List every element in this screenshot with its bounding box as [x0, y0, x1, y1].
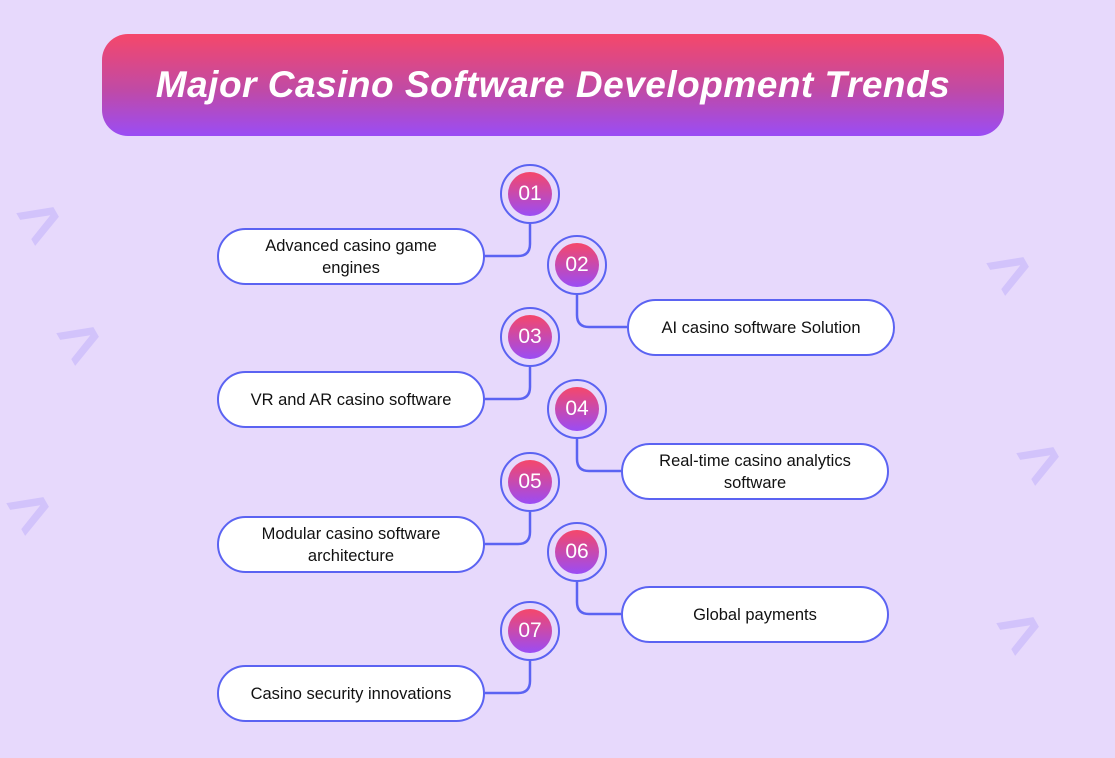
trend-label-box: Advanced casino game engines — [217, 228, 485, 285]
trend-label: Real-time casino analytics software — [659, 451, 851, 492]
step-number: 03 — [508, 315, 552, 359]
step-number-badge: 07 — [500, 601, 560, 661]
trend-label: Modular casino software architecture — [261, 524, 441, 565]
connector — [485, 367, 532, 401]
step-number: 05 — [508, 460, 552, 504]
trend-label: Advanced casino game engines — [265, 236, 437, 277]
trend-label: Global payments — [693, 605, 817, 624]
step-number-badge: 04 — [547, 379, 607, 439]
connector — [575, 295, 627, 329]
step-number: 06 — [555, 530, 599, 574]
step-number: 04 — [555, 387, 599, 431]
trend-label: VR and AR casino software — [250, 390, 452, 409]
connector — [575, 439, 621, 473]
step-number-badge: 03 — [500, 307, 560, 367]
trend-label-box: Casino security innovations — [217, 665, 485, 722]
trend-label: Casino security innovations — [250, 684, 452, 703]
step-number: 07 — [508, 609, 552, 653]
connector — [485, 224, 532, 258]
trend-label-box: Real-time casino analytics software — [621, 443, 889, 500]
title-banner: Major Casino Software Development Trends — [102, 34, 1004, 136]
step-number-badge: 06 — [547, 522, 607, 582]
connector — [485, 512, 532, 546]
trend-label-box: VR and AR casino software — [217, 371, 485, 428]
connector — [485, 661, 532, 695]
step-number-badge: 05 — [500, 452, 560, 512]
page-title: Major Casino Software Development Trends — [155, 64, 951, 105]
step-number-badge: 01 — [500, 164, 560, 224]
step-number: 02 — [555, 243, 599, 287]
trend-label-box: Modular casino software architecture — [217, 516, 485, 573]
step-number-badge: 02 — [547, 235, 607, 295]
trend-label: AI casino software Solution — [661, 318, 861, 337]
trend-label-box: AI casino software Solution — [627, 299, 895, 356]
step-number: 01 — [508, 172, 552, 216]
trend-label-box: Global payments — [621, 586, 889, 643]
connector — [575, 582, 621, 616]
